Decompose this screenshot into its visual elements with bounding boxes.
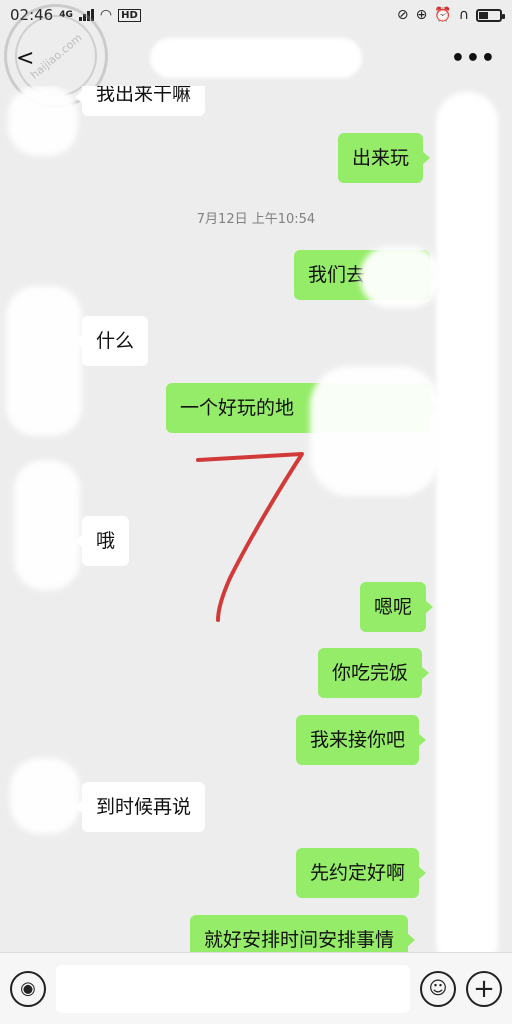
redaction-blob [360, 246, 440, 308]
message-row: 出来玩 [338, 133, 431, 183]
message-row: 什么 [74, 316, 149, 366]
emoji-icon[interactable]: ☺ [420, 970, 456, 1007]
status-right: ⊘ ⊕ ⏰ ∩ [396, 7, 505, 23]
chat-timestamp: 7月12日 上午10:54 [196, 212, 316, 227]
message-row: 哦 [74, 516, 130, 566]
redaction-blob [310, 366, 440, 496]
message-row: 我来接你吧 [296, 715, 427, 765]
message-bubble-outgoing[interactable]: 出来玩 [338, 133, 431, 183]
message-bubble-outgoing[interactable]: 嗯呢 [360, 582, 434, 632]
title-bar: < ••• [0, 30, 512, 86]
avatar[interactable] [8, 86, 78, 156]
avatar-redacted-column [436, 92, 498, 972]
handwritten-seven-scribble [196, 452, 304, 622]
contact-name-redacted [150, 38, 362, 78]
message-bubble-outgoing[interactable]: 你吃完饭 [318, 648, 430, 698]
lock-rotation-icon: ⊕ [415, 7, 428, 23]
message-input[interactable] [56, 964, 410, 1013]
message-bubble-incoming[interactable]: 我出来干嘛 [74, 86, 206, 116]
message-row: 就好安排时间安排事情 [190, 915, 416, 952]
more-icon[interactable]: ••• [450, 45, 496, 71]
input-bar: ◉ ☺ + [0, 952, 512, 1024]
back-icon[interactable]: < [16, 45, 35, 71]
avatar[interactable] [10, 758, 80, 834]
message-bubble-outgoing[interactable]: 就好安排时间安排事情 [190, 915, 416, 952]
plus-icon[interactable]: + [466, 970, 502, 1007]
message-row: 嗯呢 [360, 582, 434, 632]
avatar[interactable] [14, 460, 80, 590]
voice-icon[interactable]: ◉ [10, 970, 46, 1007]
message-row: 到时候再说 [74, 782, 206, 832]
message-bubble-outgoing[interactable]: 我来接你吧 [296, 715, 427, 765]
chat-area[interactable]: 我出来干嘛 出来玩 7月12日 上午10:54 我们去 什么 一个好玩的地 哦 … [0, 86, 512, 952]
message-bubble-incoming[interactable]: 哦 [74, 516, 130, 566]
avatar[interactable] [6, 286, 82, 436]
battery-icon [476, 8, 505, 22]
message-row: 我出来干嘛 [74, 86, 206, 116]
hd-badge: HD [118, 8, 141, 22]
message-bubble-incoming[interactable]: 什么 [74, 316, 149, 366]
alarm-icon: ⏰ [434, 7, 452, 23]
mute-icon: ⊘ [396, 7, 409, 23]
wifi-icon: ◠ [99, 7, 113, 23]
headphones-icon: ∩ [458, 7, 469, 23]
message-bubble-outgoing[interactable]: 先约定好啊 [296, 848, 427, 898]
message-bubble-incoming[interactable]: 到时候再说 [74, 782, 206, 832]
message-row: 你吃完饭 [318, 648, 430, 698]
message-row: 先约定好啊 [296, 848, 427, 898]
